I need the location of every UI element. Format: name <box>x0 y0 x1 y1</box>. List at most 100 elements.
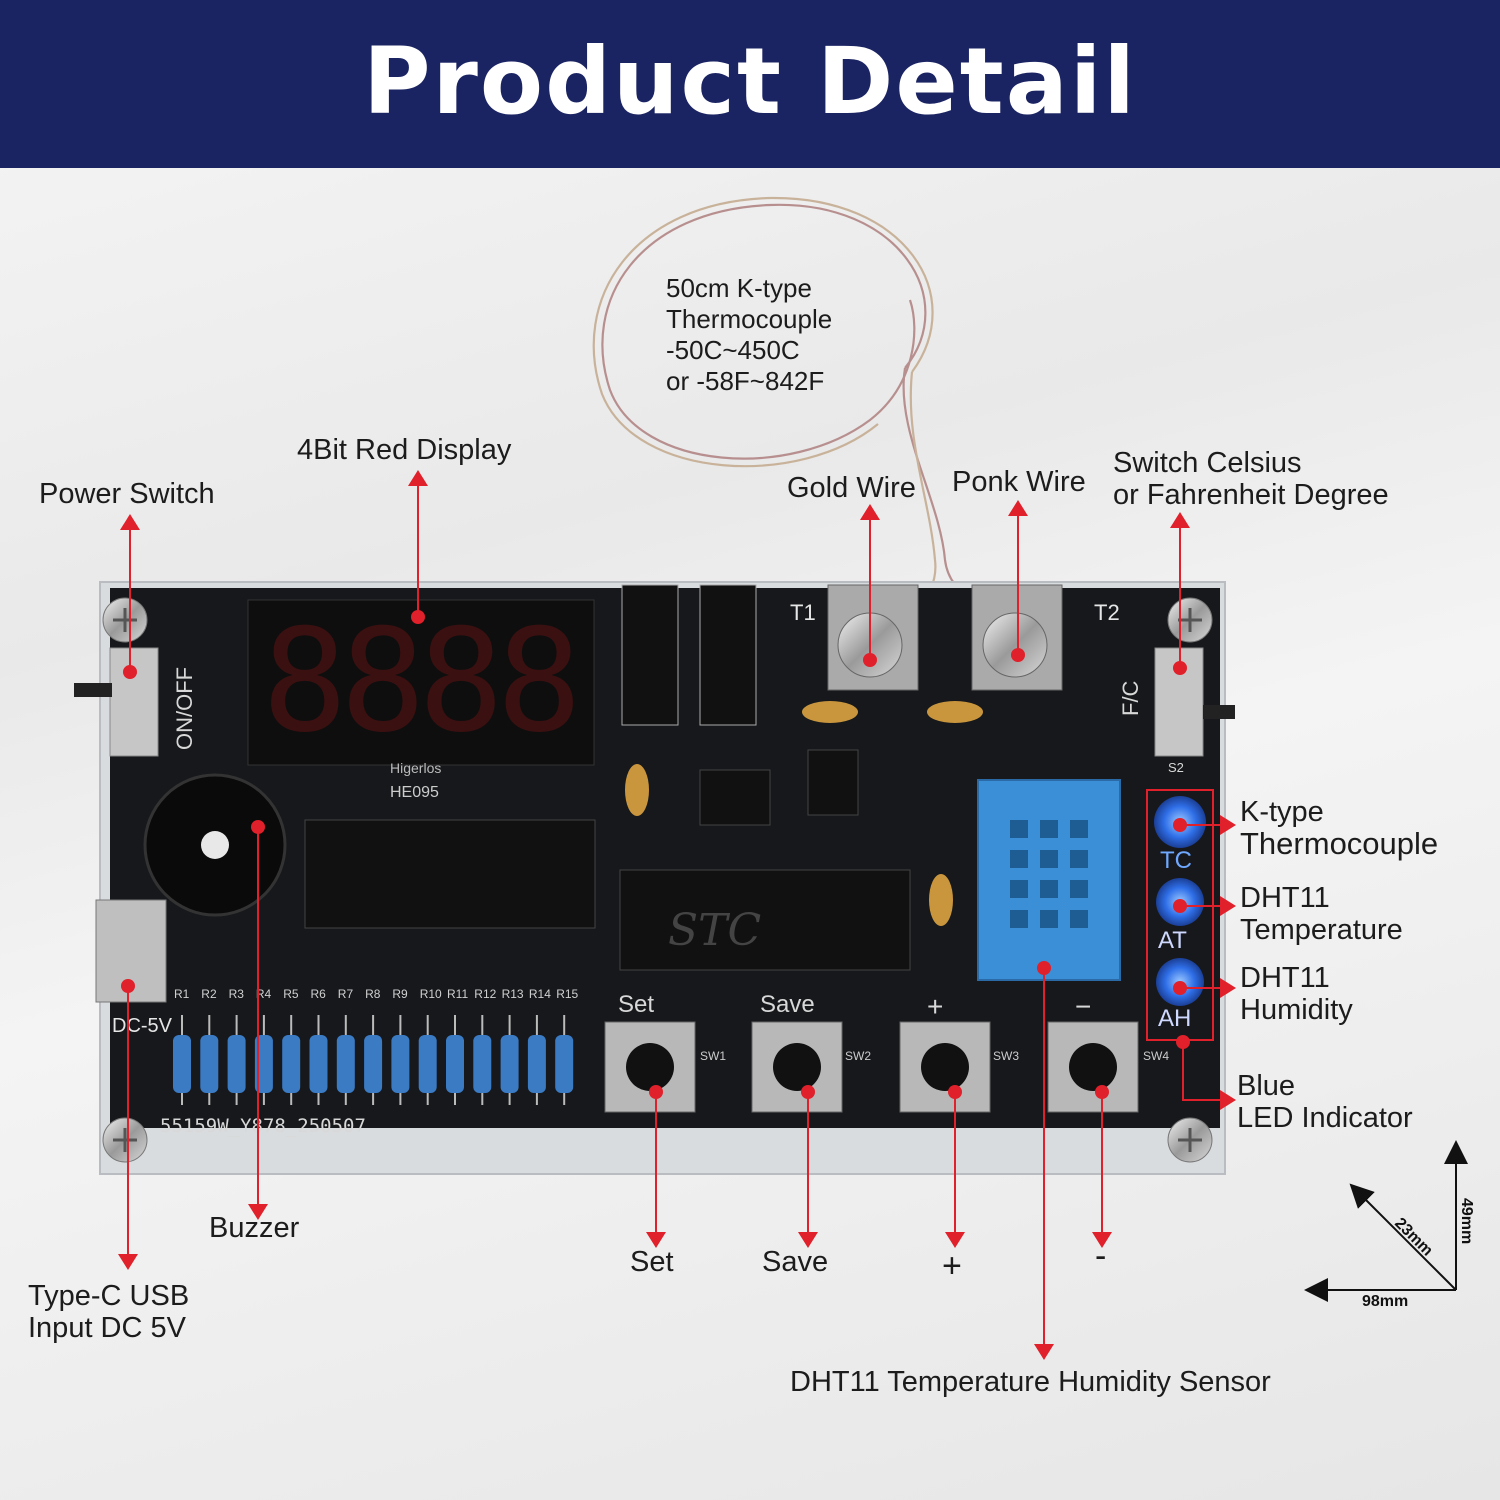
sw4-silkscreen: SW4 <box>1143 1049 1169 1063</box>
unit-switch-lever[interactable] <box>1203 705 1235 719</box>
minus-button-group[interactable]: − SW4 <box>1047 991 1169 1113</box>
buzzer-label: Buzzer <box>209 1212 300 1244</box>
sw3-silkscreen: SW3 <box>993 1049 1019 1063</box>
dimension-depth: 23mm <box>1391 1215 1436 1260</box>
plus-button-group[interactable]: + SW3 <box>899 991 1019 1113</box>
resistor <box>555 1035 574 1093</box>
label-line: or Fahrenheit Degree <box>1113 479 1389 511</box>
resistor-silkscreen: R4 <box>256 987 272 1001</box>
ceramic-capacitor <box>625 764 649 816</box>
dht11-humidity-label: DHT11 Humidity <box>1240 962 1353 1026</box>
set-label: Set <box>630 1246 674 1278</box>
resistor <box>173 1035 191 1093</box>
label-line: LED Indicator <box>1237 1102 1413 1134</box>
tc-silkscreen: TC <box>1160 847 1192 874</box>
dht11-sensor-label: DHT11 Temperature Humidity Sensor <box>790 1366 1271 1398</box>
plus-button-cap[interactable] <box>921 1043 969 1091</box>
callout-dots <box>121 610 1190 1099</box>
label-line: Thermocouple <box>1240 826 1439 861</box>
power-switch-label: Power Switch <box>39 478 215 510</box>
dht11-grille <box>1010 820 1088 928</box>
page-title: Product Detail <box>363 28 1137 135</box>
voltage-regulator <box>699 769 771 826</box>
ah-silkscreen: AH <box>1158 1005 1191 1032</box>
resistor-silkscreen: R15 <box>556 987 578 1001</box>
terminal-screw-t2 <box>982 612 1048 678</box>
display-digits: 8888 <box>262 599 582 764</box>
type-c-label: Type-C USB Input DC 5V <box>28 1280 189 1344</box>
minus-button-silkscreen: − <box>1075 991 1091 1022</box>
dht11-temperature-label: DHT11 Temperature <box>1240 882 1403 946</box>
label-line: Humidity <box>1240 994 1353 1026</box>
power-switch-lever[interactable] <box>74 683 112 697</box>
thermocouple-wire-label: 50cm K-type Thermocouple -50C~450C or -5… <box>666 273 832 397</box>
stc-silkscreen: STC <box>668 905 761 956</box>
resistor-silkscreen: R14 <box>529 987 551 1001</box>
callout-lines <box>118 470 1236 1360</box>
dimension-diagram <box>1304 1140 1468 1302</box>
plus-label: + <box>942 1247 962 1285</box>
save-button-cap[interactable] <box>773 1043 821 1091</box>
electrolytic-capacitor <box>621 584 679 726</box>
set-button-group[interactable]: Set SW1 <box>604 991 726 1113</box>
resistor <box>364 1035 383 1093</box>
ceramic-capacitor <box>802 701 858 723</box>
save-label: Save <box>762 1246 829 1278</box>
resistor <box>254 1035 273 1093</box>
resistor-silkscreen: R12 <box>474 987 496 1001</box>
led-at: AT <box>1156 878 1204 954</box>
power-switch[interactable] <box>109 647 159 757</box>
at-silkscreen: AT <box>1158 927 1187 954</box>
label-line: Blue <box>1237 1070 1296 1102</box>
minus-button-cap[interactable] <box>1069 1043 1117 1091</box>
dht11-sensor <box>977 779 1121 981</box>
ceramic-capacitor <box>927 701 983 723</box>
label-line: Temperature <box>1240 914 1403 946</box>
set-button-silkscreen: Set <box>618 991 654 1018</box>
brand-silkscreen: Higerlos <box>390 760 441 776</box>
dimension-height: 49mm <box>1458 1198 1475 1244</box>
resistor-silkscreen: R9 <box>392 987 408 1001</box>
k-type-label: K-type Thermocouple <box>1240 796 1438 860</box>
resistor <box>336 1035 355 1093</box>
label-line: Type-C USB <box>28 1280 190 1312</box>
label-line: DHT11 <box>1240 882 1330 914</box>
resistor <box>473 1035 492 1093</box>
save-button-group[interactable]: Save SW2 <box>751 991 871 1113</box>
label-line: DHT11 <box>1240 962 1330 994</box>
resistor-silkscreen: R10 <box>420 987 442 1001</box>
label-line: -50C~450C <box>666 335 800 365</box>
blue-led-label: Blue LED Indicator <box>1237 1070 1413 1134</box>
resistor-silkscreen: R5 <box>283 987 299 1001</box>
label-line: Switch Celsius <box>1113 447 1302 479</box>
label-line: 50cm K-type <box>666 273 812 303</box>
s2-silkscreen: S2 <box>1168 760 1184 775</box>
resistor-silkscreen: R6 <box>311 987 327 1001</box>
plus-button-silkscreen: + <box>927 991 943 1022</box>
ponk-wire-label: Ponk Wire <box>952 466 1086 498</box>
ceramic-capacitor <box>929 874 953 926</box>
resistor-silkscreen: R11 <box>447 987 468 1001</box>
label-line: or -58F~842F <box>666 366 825 396</box>
stc-microcontroller <box>619 869 911 971</box>
small-ic <box>807 749 859 816</box>
label-line: Input DC 5V <box>28 1312 186 1344</box>
sw1-silkscreen: SW1 <box>700 1049 726 1063</box>
resistor <box>227 1035 246 1093</box>
t2-silkscreen: T2 <box>1094 600 1120 625</box>
title-banner: Product Detail <box>0 0 1500 168</box>
set-button-cap[interactable] <box>626 1043 674 1091</box>
model-silkscreen: HE095 <box>390 784 439 801</box>
resistor-silkscreen: R13 <box>502 987 524 1001</box>
unit-switch[interactable] <box>1154 647 1204 757</box>
driver-ic <box>304 819 596 929</box>
resistor <box>200 1035 219 1093</box>
resistor-silkscreen: R8 <box>365 987 381 1001</box>
resistor-silkscreen: R7 <box>338 987 354 1001</box>
resistor <box>446 1035 464 1093</box>
label-line: Thermocouple <box>666 304 833 334</box>
t1-silkscreen: T1 <box>790 600 816 625</box>
sw2-silkscreen: SW2 <box>845 1049 871 1063</box>
